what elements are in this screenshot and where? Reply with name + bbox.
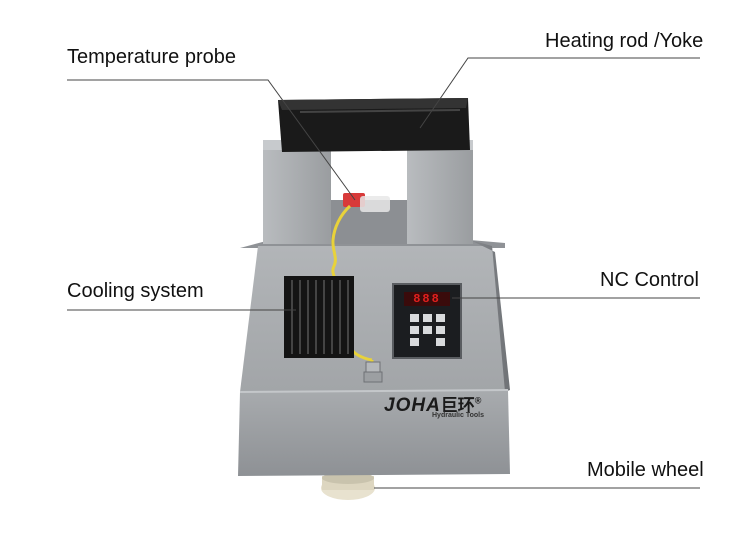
heating-rod-yoke	[278, 98, 470, 152]
mobile-wheel	[321, 472, 375, 500]
yoke-posts	[263, 140, 473, 244]
body-front	[238, 390, 510, 476]
probe-socket	[363, 361, 383, 383]
label-cooling-system: Cooling system	[67, 280, 204, 302]
nc-display: 888	[413, 292, 441, 306]
label-mobile-wheel: Mobile wheel	[587, 459, 704, 481]
brand-subtitle: Hydraulic Tools	[432, 412, 484, 419]
nc-control-panel	[392, 283, 462, 359]
brand-name-cn: 巨环	[440, 396, 475, 415]
brand-logo: JOHA巨环®	[384, 391, 481, 417]
label-nc-control: NC Control	[600, 269, 699, 291]
brand-name: JOHA	[384, 395, 441, 416]
cooling-system-heatsink	[284, 276, 354, 358]
probe-tip	[343, 193, 390, 212]
label-temperature-probe: Temperature probe	[67, 46, 236, 68]
body-right-side	[470, 240, 510, 392]
leader-lines	[67, 57, 700, 489]
registered-mark: ®	[474, 395, 482, 406]
label-heating-rod-yoke: Heating rod /Yoke	[545, 30, 704, 52]
control-buttons	[410, 314, 445, 346]
